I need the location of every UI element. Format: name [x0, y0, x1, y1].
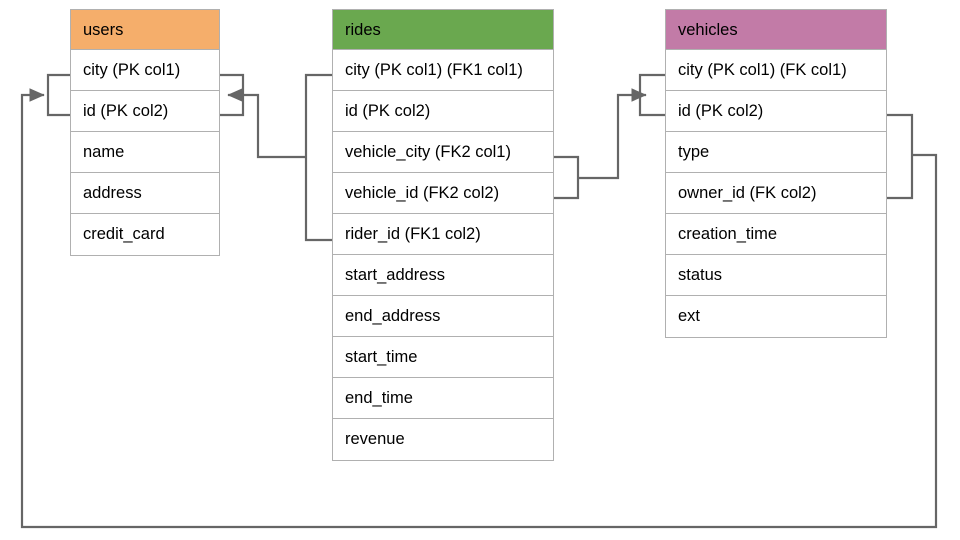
field-rides-city[interactable]: city (PK col1) (FK1 col1) [333, 50, 553, 91]
connector-rides-to-vehicles [554, 73, 665, 200]
field-users-credit-card[interactable]: credit_card [83, 225, 165, 243]
entity-header-vehicles: vehicles [665, 9, 887, 50]
field-rides-vehicle-id[interactable]: vehicle_id (FK2 col2) [333, 173, 553, 214]
entity-table-rides[interactable]: rides city (PK col1) (FK1 col1) id (PK c… [332, 9, 554, 461]
field-vehicles-status[interactable]: status [666, 255, 886, 296]
field-users-id[interactable]: id (PK col2) [71, 91, 219, 132]
field-vehicles-creation-time[interactable]: creation_time [666, 214, 886, 255]
field-vehicles-owner-id[interactable]: owner_id (FK col2) [666, 173, 886, 214]
field-vehicles-ext[interactable]: ext [678, 307, 701, 325]
entity-header-users: users [70, 9, 220, 50]
field-rides-start-address[interactable]: start_address [333, 255, 553, 296]
connector-rides-to-users [220, 73, 332, 242]
field-vehicles-type[interactable]: type [666, 132, 886, 173]
field-users-city[interactable]: city (PK col1) [71, 50, 219, 91]
field-rides-end-time[interactable]: end_time [333, 378, 553, 419]
field-vehicles-id[interactable]: id (PK col2) [666, 91, 886, 132]
field-rides-id[interactable]: id (PK col2) [333, 91, 553, 132]
entity-header-rides: rides [332, 9, 554, 50]
field-rides-rider-id[interactable]: rider_id (FK1 col2) [333, 214, 553, 255]
field-vehicles-city[interactable]: city (PK col1) (FK col1) [666, 50, 886, 91]
entity-table-vehicles[interactable]: vehicles city (PK col1) (FK col1) id (PK… [665, 9, 887, 338]
entity-table-users[interactable]: users city (PK col1) id (PK col2) name a… [70, 9, 220, 256]
field-rides-revenue[interactable]: revenue [345, 430, 405, 448]
field-rides-vehicle-city[interactable]: vehicle_city (FK2 col1) [333, 132, 553, 173]
field-rides-end-address[interactable]: end_address [333, 296, 553, 337]
field-rides-start-time[interactable]: start_time [333, 337, 553, 378]
field-users-address[interactable]: address [71, 173, 219, 214]
field-users-name[interactable]: name [71, 132, 219, 173]
